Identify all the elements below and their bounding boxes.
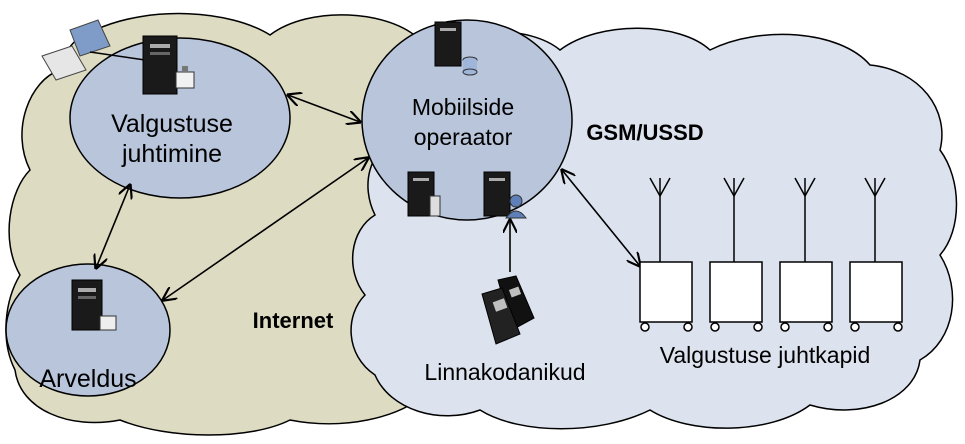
lighting-control-label-2: juhtimine (121, 140, 222, 168)
gsm-label: GSM/USSD (586, 120, 703, 145)
cabinet-2 (709, 177, 763, 332)
operator-label-2: operaator (414, 124, 513, 150)
cabinet-4 (849, 177, 903, 332)
billing-label: Arveldus (39, 365, 136, 393)
cabinet-1 (639, 177, 693, 332)
gateway-server-icon (407, 171, 441, 217)
user-server-icon (483, 171, 527, 219)
cabinet-3 (779, 177, 833, 332)
internet-label: Internet (253, 308, 334, 333)
database-server-icon (434, 21, 478, 76)
billing-server-icon (71, 279, 117, 331)
arrow-control-operator (288, 95, 360, 122)
mobile-operator-node (361, 19, 573, 221)
arrow-control-billing (96, 185, 130, 268)
arrow-operator-cabinets (562, 170, 640, 266)
cabinets-label: Valgustuse juhtkapid (660, 342, 871, 368)
control-cabinets (639, 177, 903, 332)
citizens-label: Linnakodanikud (424, 359, 585, 385)
connection-arrows (96, 95, 640, 300)
workstation-icon (142, 35, 195, 95)
arrow-billing-operator (163, 158, 368, 300)
mobile-phones-icon (481, 275, 535, 345)
operator-label-1: Mobiilside (412, 94, 514, 120)
lighting-control-label-1: Valgustuse (111, 110, 233, 138)
laptop-icon (41, 19, 146, 81)
